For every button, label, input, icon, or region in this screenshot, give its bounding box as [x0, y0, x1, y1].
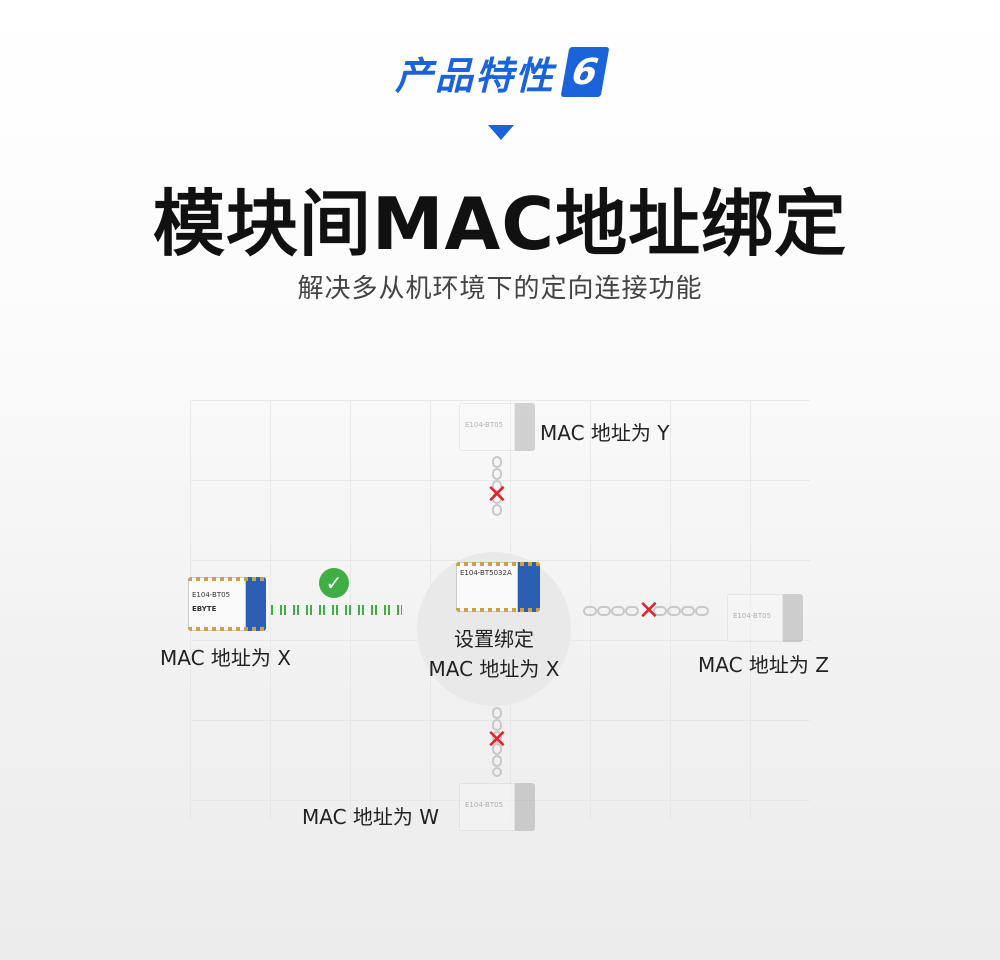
- center-module-model: E104-BT5032A: [460, 569, 512, 577]
- left-module-model: E104-BT05: [192, 591, 231, 599]
- connected-check-icon: ✓: [319, 568, 349, 598]
- left-connection-chain: [270, 605, 402, 615]
- page-subtitle: 解决多从机环境下的定向连接功能: [297, 274, 703, 304]
- page-title: 模块间MAC地址绑定: [152, 182, 848, 266]
- center-module: E104-BT5032A: [456, 562, 540, 612]
- right-blocked-cross-icon: ✕: [638, 596, 660, 626]
- top-module-model: E104-BT05: [465, 421, 504, 429]
- top-module: E104-BT05: [459, 403, 535, 451]
- bottom-blocked-cross-icon: ✕: [486, 725, 508, 755]
- left-module-label: MAC 地址为 X: [160, 646, 291, 670]
- right-module: E104-BT05: [727, 594, 803, 642]
- left-module: E104-BT05 EBYTE: [188, 577, 266, 631]
- feature-badge-text: 产品特性: [394, 53, 555, 98]
- top-blocked-cross-icon: ✕: [486, 480, 508, 510]
- right-module-label: MAC 地址为 Z: [698, 653, 829, 677]
- down-arrow-icon: [488, 125, 514, 140]
- center-node-label: 设置绑定 MAC 地址为 X: [417, 624, 571, 684]
- top-module-label: MAC 地址为 Y: [540, 421, 670, 445]
- left-module-brand: EBYTE: [192, 605, 217, 613]
- feature-badge-number: 6: [560, 47, 610, 97]
- bottom-module: E104-BT05: [459, 783, 535, 831]
- right-module-model: E104-BT05: [733, 612, 772, 620]
- center-label-line2: MAC 地址为 X: [428, 657, 560, 681]
- center-label-line1: 设置绑定: [454, 627, 534, 651]
- bottom-module-model: E104-BT05: [465, 801, 504, 809]
- right-connection-chain: [583, 606, 709, 616]
- feature-badge: 产品特性 6: [0, 42, 1000, 102]
- bottom-connection-chain: [492, 707, 502, 777]
- top-connection-chain: [492, 456, 502, 516]
- bottom-module-label: MAC 地址为 W: [302, 805, 440, 829]
